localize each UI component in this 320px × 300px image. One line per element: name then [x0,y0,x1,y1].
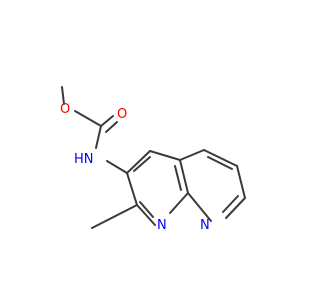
bond-c7-n8-inner [222,195,239,213]
bonds [61,86,246,229]
bond-n8-c8a [187,192,212,222]
carbonyl-oxygen-label: O [117,107,127,122]
bond-c8a-n1 [169,192,189,214]
ring-n1-label: N [157,218,167,233]
bond-carbonyl-double-2 [105,121,118,133]
bond-c2-methyl [91,204,138,229]
bond-c4a-c8a-inner [174,165,182,191]
bond-carbonyl-nh [95,125,102,149]
bond-c5-c6 [203,149,238,167]
bond-nh-c3 [106,160,128,174]
bond-methyl-ester-oxygen [61,86,65,105]
bond-n1-c2-inner [139,201,154,218]
bond-c3-c4-inner [133,156,151,172]
bond-c4-c4a [149,150,181,161]
bond-c4a-c8a [179,159,189,194]
atom-labels: O O HN N N [60,102,210,233]
bond-c5-c6-inner [207,156,233,170]
amine-nh-label: HN [74,152,94,167]
bond-c6-c7 [236,165,246,199]
molecule-structure: O O HN N N [60,86,246,233]
bond-ester-oxygen-carbonyl [74,110,102,127]
bond-c3-c4 [126,150,151,174]
ester-oxygen-label: O [60,102,70,117]
bond-c4a-c5 [179,149,205,161]
bond-n1-c2 [136,204,156,226]
ring-n8-label: N [200,218,210,233]
bond-c2-c3 [126,172,138,206]
bond-c7-n8 [225,197,246,219]
bond-carbonyl-double-1 [100,115,114,127]
